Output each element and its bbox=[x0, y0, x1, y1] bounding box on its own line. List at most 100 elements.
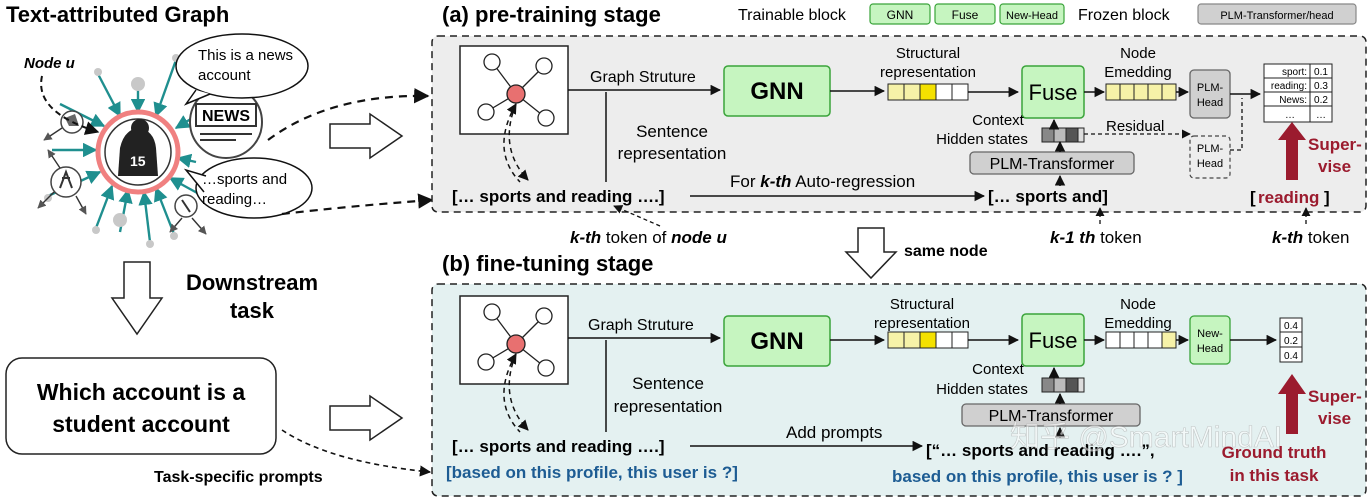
hollow-arrow-same-node bbox=[844, 227, 898, 280]
finetune-context-2: Hidden states bbox=[936, 381, 1028, 398]
out-value-2: 0.2 bbox=[1314, 95, 1328, 106]
pretrain-target-close: ] bbox=[1324, 188, 1330, 207]
finetune-node-emb-1: Node bbox=[1120, 296, 1156, 313]
legend: Trainable block GNN Fuse New-Head Frozen… bbox=[738, 3, 1357, 25]
ground-truth-2: in this task bbox=[1230, 466, 1319, 485]
finetune-prompt-line: [based on this profile, this user is ?] bbox=[446, 463, 738, 482]
finetune-plm-transformer bbox=[961, 403, 1141, 427]
same-node-label: same node bbox=[904, 243, 988, 260]
finetune-supervise-2: vise bbox=[1318, 409, 1351, 428]
downstream-line-1: Downstream bbox=[186, 270, 318, 295]
legend-frozen: Frozen block bbox=[1078, 7, 1171, 24]
pretrain-plm-head-dashed-1: PLM- bbox=[1197, 143, 1224, 155]
pretrain-supervise-2: vise bbox=[1318, 157, 1351, 176]
left-title: Text-attributed Graph bbox=[6, 2, 229, 27]
out-label-0: sport: bbox=[1282, 67, 1307, 78]
legend-plm: PLM-Transformer/head bbox=[1220, 10, 1333, 22]
pretrain-fuse-label: Fuse bbox=[1029, 80, 1078, 105]
graph-icon-pretrain bbox=[459, 45, 569, 135]
graph-icon-finetune bbox=[459, 295, 569, 385]
news-logo: NEWS bbox=[202, 108, 250, 125]
finetune-fuse-label: Fuse bbox=[1029, 328, 1078, 353]
hollow-arrow-to-finetune bbox=[329, 394, 404, 442]
out-label-1: reading: bbox=[1271, 81, 1307, 92]
news-bubble: This is a news account bbox=[175, 33, 309, 106]
finetune-sentence-1: Sentence bbox=[632, 374, 704, 393]
sports-bubble-line-1: …sports and bbox=[202, 171, 287, 188]
pretrain-output-table: sport: 0.1 reading: 0.3 News: 0.2 … … bbox=[1263, 63, 1333, 123]
question-line-2: student account bbox=[52, 411, 230, 437]
pretrain-autoregression: For k-th Auto-regression bbox=[730, 172, 915, 191]
k1-token: k-1 th token bbox=[1050, 228, 1142, 247]
legend-trainable: Trainable block bbox=[738, 7, 847, 24]
text-attributed-graph: 15 NEWS bbox=[37, 54, 263, 248]
pretrain-target: reading bbox=[1258, 188, 1319, 207]
add-prompts-label: Add prompts bbox=[786, 423, 882, 442]
hollow-arrow-downstream bbox=[110, 261, 164, 336]
task-prompts-label: Task-specific prompts bbox=[154, 469, 323, 486]
pretrain-structural-1: Structural bbox=[896, 45, 960, 62]
legend-gnn: GNN bbox=[887, 8, 914, 22]
kth-token-right: k-th token bbox=[1272, 228, 1349, 247]
pretrain-plm-transformer bbox=[969, 151, 1135, 175]
finetune-new-head-2: Head bbox=[1197, 343, 1223, 355]
pretrain-title: (a) pre-training stage bbox=[442, 2, 661, 27]
legend-newhead: New-Head bbox=[1006, 10, 1058, 22]
pretrain-gnn-label: GNN bbox=[750, 78, 803, 105]
sports-bubble-line-2: reading… bbox=[202, 191, 267, 208]
pretrain-context-2: Hidden states bbox=[936, 131, 1028, 148]
legend-fuse: Fuse bbox=[952, 8, 979, 22]
finetune-gnn-block bbox=[723, 315, 831, 367]
hollow-arrow-to-pretrain bbox=[329, 112, 404, 160]
finetune-out-0: 0.4 bbox=[1284, 321, 1298, 332]
out-value-1: 0.3 bbox=[1314, 81, 1328, 92]
pretrain-sentence-1: Sentence bbox=[636, 122, 708, 141]
pretrain-node-embedding-vector bbox=[1105, 83, 1177, 101]
pretrain-supervise-arrow bbox=[1278, 122, 1306, 180]
finetune-out-1: 0.2 bbox=[1284, 336, 1298, 347]
pretrain-sentence-2: representation bbox=[618, 144, 727, 163]
pretrain-supervise-1: Super- bbox=[1308, 135, 1362, 154]
finetune-sentence-2: representation bbox=[614, 397, 723, 416]
pretrain-plm-head-dashed bbox=[1189, 135, 1231, 179]
pretrain-context-1: Context bbox=[972, 112, 1025, 129]
finetune-supervise-arrow bbox=[1278, 374, 1306, 434]
ground-truth-1: Ground truth bbox=[1222, 443, 1327, 462]
finetune-context-1: Context bbox=[972, 361, 1025, 378]
question-box bbox=[5, 357, 277, 455]
finetune-node-emb-2: Emedding bbox=[1104, 315, 1172, 332]
out-label-2: News: bbox=[1279, 95, 1307, 106]
pretrain-plm-head-2: Head bbox=[1197, 97, 1223, 109]
pretrain-plm-head-dashed-2: Head bbox=[1197, 158, 1223, 170]
sports-bubble: …sports and reading… bbox=[183, 157, 313, 219]
finetune-supervise-1: Super- bbox=[1308, 387, 1362, 406]
pretrain-plm-transformer-label: PLM-Transformer bbox=[990, 156, 1115, 173]
pretrain-plm-head bbox=[1189, 69, 1231, 119]
pretrain-structural-2: representation bbox=[880, 64, 976, 81]
finetune-combined-2: based on this profile, this user is ? ] bbox=[892, 467, 1183, 486]
pretrain-residual: Residual bbox=[1106, 118, 1164, 135]
pretrain-target-open: [ bbox=[1250, 188, 1256, 207]
finetune-input-sentence: [… sports and reading ….] bbox=[452, 437, 665, 456]
finetune-structural-2: representation bbox=[874, 315, 970, 332]
finetune-gnn-label: GNN bbox=[750, 328, 803, 355]
out-label-3: … bbox=[1285, 110, 1295, 121]
question-line-1: Which account is a bbox=[37, 379, 246, 405]
pretrain-structural-vector bbox=[887, 83, 969, 101]
watermark: 知乎 @SmartMindAI bbox=[1010, 421, 1282, 454]
finetune-plm-transformer-label: PLM-Transformer bbox=[989, 408, 1114, 425]
pretrain-node-emb-1: Node bbox=[1120, 45, 1156, 62]
pretrain-hidden-states bbox=[1041, 127, 1085, 143]
pretrain-node-emb-2: Emedding bbox=[1104, 64, 1172, 81]
pretrain-plm-head-1: PLM- bbox=[1197, 82, 1224, 94]
pretrain-input-sentence: [… sports and reading ….] bbox=[452, 187, 665, 206]
finetune-new-head-1: New- bbox=[1197, 328, 1223, 340]
node-u-label: Node u bbox=[24, 55, 75, 72]
jersey-number: 15 bbox=[130, 153, 146, 169]
finetune-new-head bbox=[1189, 315, 1231, 365]
news-bubble-line-1: This is a news bbox=[198, 47, 293, 64]
out-value-0: 0.1 bbox=[1314, 67, 1328, 78]
finetune-graph-structure: Graph Struture bbox=[588, 317, 694, 334]
finetune-output-vector: 0.4 0.2 0.4 bbox=[1279, 317, 1303, 363]
